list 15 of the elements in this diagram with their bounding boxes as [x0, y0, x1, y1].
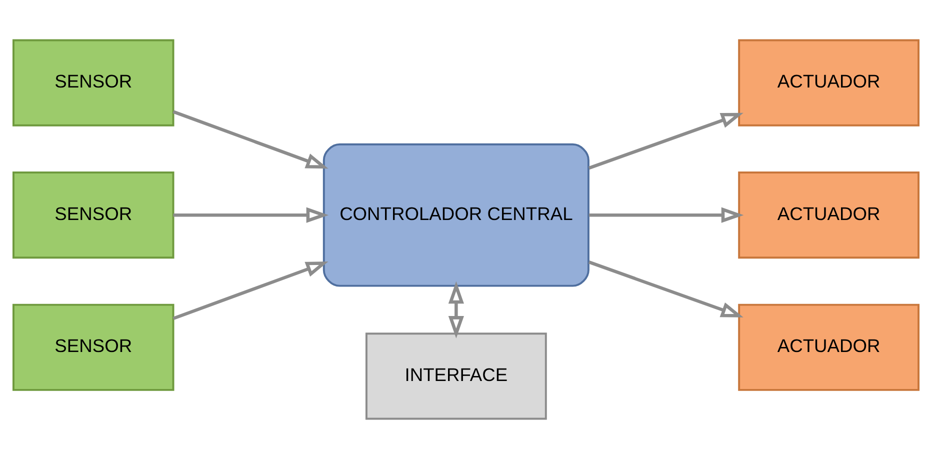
- node-box: ACTUADOR: [738, 39, 920, 126]
- arrow: [172, 110, 328, 169]
- arrow: [588, 112, 744, 170]
- node-box: INTERFACE: [365, 332, 547, 420]
- arrow: [172, 262, 328, 320]
- arrow: [588, 260, 744, 318]
- node-box: SENSOR: [12, 304, 174, 391]
- node-box: CONTROLADOR CENTRAL: [322, 143, 590, 287]
- arrow: [448, 281, 464, 338]
- arrow: [173, 207, 329, 223]
- node-box: ACTUADOR: [738, 172, 920, 259]
- arrow: [588, 207, 744, 223]
- node-box: SENSOR: [12, 39, 174, 126]
- node-box: SENSOR: [12, 172, 174, 259]
- node-box: ACTUADOR: [738, 304, 920, 391]
